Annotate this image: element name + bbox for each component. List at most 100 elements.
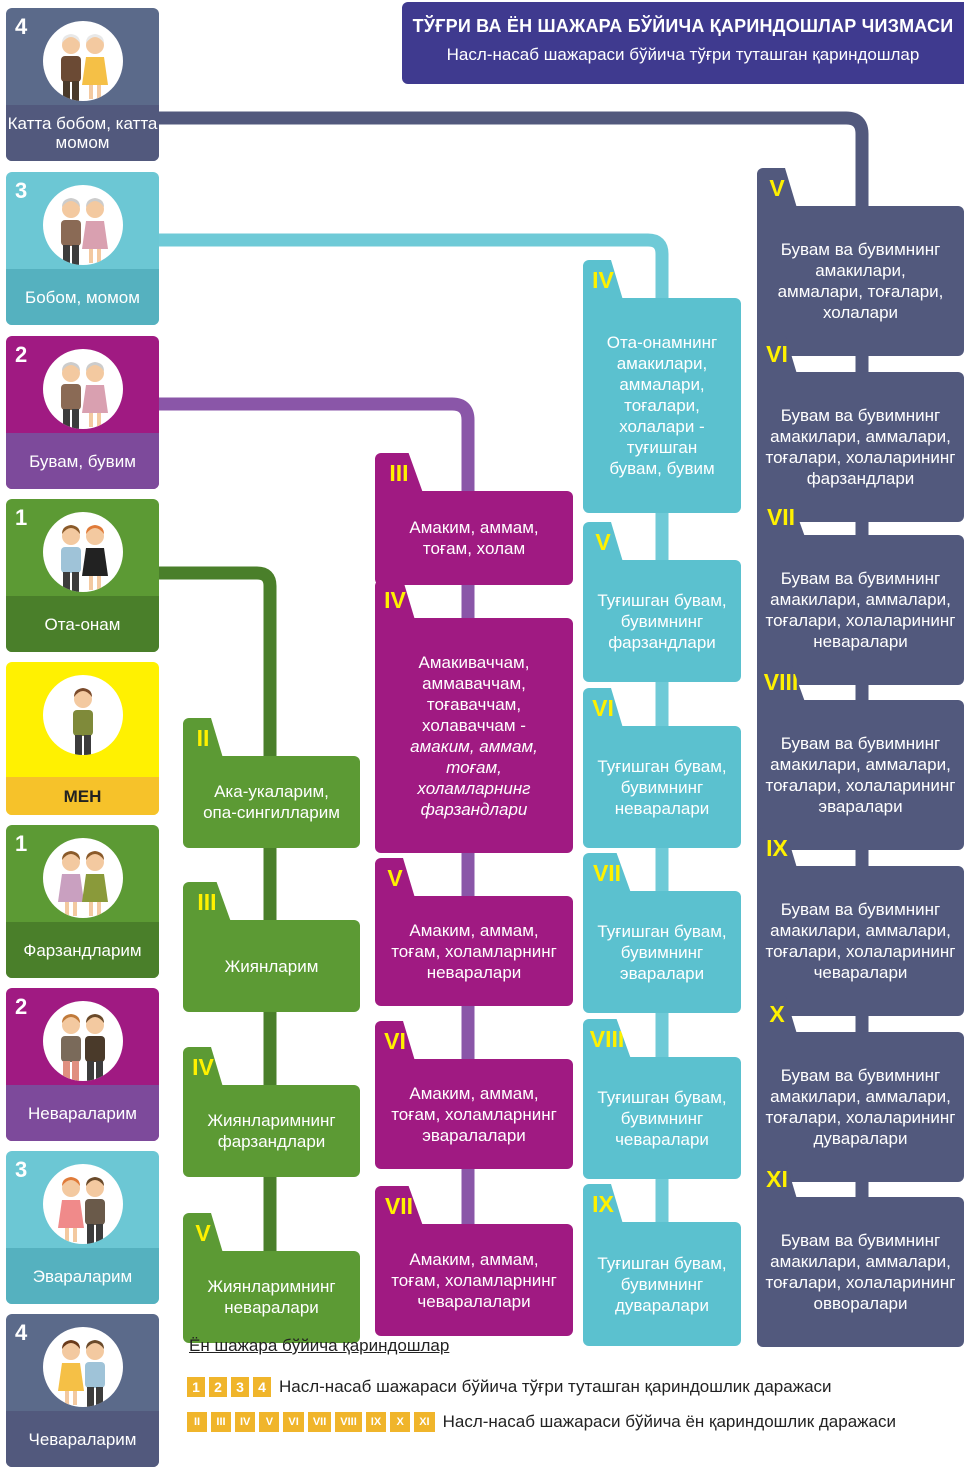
degree-tab: III — [375, 453, 423, 493]
generation-number: 1 — [15, 505, 28, 530]
card-text-line: бувам, бувим — [609, 459, 715, 478]
degree-tab: V — [183, 1213, 223, 1253]
connector-line-parents — [159, 566, 277, 1280]
grandchildren-icon — [43, 1001, 123, 1081]
card-text-line: Жиянларим — [224, 956, 319, 976]
card-text-line: Амаким, аммам, — [409, 518, 539, 537]
generation-label: МЕН — [6, 777, 159, 815]
card-text-line: бувимнинг — [620, 611, 704, 631]
card-text-line: фарзандлари — [608, 632, 716, 652]
card-italic-line: тоғам, — [446, 757, 502, 777]
card-text-line: Бувам ва бувимнинг — [780, 569, 941, 588]
generation-label: Невараларим — [6, 1085, 159, 1141]
card-text-line: невaралари — [614, 798, 710, 818]
chart-subtitle: Насл-насаб шажараси бўйича тўғри туташга… — [446, 45, 920, 64]
card-text-line: эваралари — [619, 963, 705, 983]
card-text-line: Жиянларимнинг — [207, 1277, 336, 1296]
card-text-line: дуваралари — [615, 1295, 709, 1315]
generation-label: Катта бобом, катта момом — [6, 105, 159, 161]
generation-label: Бобом, момом — [6, 269, 159, 325]
legend-badge: VIII — [335, 1412, 362, 1432]
card-text-line: тоғаваччам, — [426, 694, 522, 714]
card-text-line: тоғам, холам — [422, 539, 526, 558]
legend-badge: 1 — [187, 1377, 205, 1397]
degree-tab: IX — [757, 828, 797, 868]
card-text-line: овворалари — [813, 1294, 908, 1313]
card-text-line: Бувам ва бувимнинг — [780, 406, 941, 425]
card-text-line: бувимнинг — [620, 1108, 704, 1128]
generation-label: Эвараларим — [6, 1248, 159, 1304]
grandparents-icon — [43, 185, 123, 265]
generation-label: Ота-онам — [6, 596, 159, 652]
card-text-line: амакилари, — [815, 261, 906, 280]
degree-tab: IV — [375, 580, 415, 620]
card-italic-line: холамларнинг — [417, 778, 531, 798]
generation-card: МЕН — [6, 662, 159, 815]
legend-badge: IV — [235, 1412, 256, 1432]
generation-number: 4 — [15, 1320, 28, 1345]
legend-badge: II — [187, 1412, 207, 1432]
card-text-line: туғишган — [626, 438, 698, 457]
card-text-line: невaралари — [224, 1298, 319, 1317]
card-text-line: Бувам ва бувимнинг — [780, 1066, 941, 1085]
card-text-line: невaралари — [813, 632, 908, 651]
legend-badge: VI — [283, 1412, 304, 1432]
card-text-line: Ота-онамнинг — [606, 333, 718, 352]
card-text-line: амакилари, аммалари, — [770, 755, 951, 774]
card-text-line: чеваралалари — [417, 1291, 531, 1311]
card-text-line: амакилари, — [616, 354, 708, 373]
legend-side-text: Насл-насаб шажараси бўйича ён қариндошли… — [442, 1412, 896, 1431]
parents-icon — [43, 512, 123, 592]
card-text-line: Туғишган бувам, — [597, 756, 727, 776]
card-text-line: Амаким, аммам, — [409, 920, 539, 940]
generation-label: Фарзандларим — [6, 922, 159, 978]
legend-badge: XI — [414, 1412, 435, 1432]
card-text-line: Амаким, аммам, — [409, 1083, 539, 1103]
uncle-card: Амаким, аммам, тоғам, холам — [375, 491, 573, 585]
card-text-line: тоғам, холамларнинг — [391, 941, 557, 961]
card-text-line: Туғишган бувам, — [597, 1087, 727, 1107]
card-italic-line: фарзандлари — [420, 799, 528, 819]
great-great-grandchildren-icon — [43, 1327, 123, 1407]
card-text-line: Амакиваччам, — [418, 652, 530, 672]
card-text-line: Туғишган бувам, — [597, 921, 727, 941]
card-text-line: аммаваччам, — [422, 673, 526, 693]
card-text-line: тоғалари, холаларининг — [765, 448, 956, 467]
card-text-line: тоғалари, холаларининг — [765, 1273, 956, 1292]
legend-badge: X — [390, 1412, 411, 1432]
sibling-card: Жиянларим — [183, 920, 360, 1012]
connector-line-buvam — [159, 397, 475, 1290]
card-text-line: аммалари, — [619, 375, 705, 394]
card-text-line: Амаким, аммам, — [409, 1249, 539, 1269]
legend-badge: VII — [307, 1412, 332, 1432]
legend-badge: III — [211, 1412, 231, 1432]
generation-number: 4 — [15, 14, 28, 39]
card-text-line: опа-сингилларим — [203, 803, 340, 822]
card-text-line: бувимнинг — [620, 777, 704, 797]
card-text-line: холалари - — [619, 417, 705, 436]
card-text-line: фарзандлари — [806, 469, 915, 488]
card-text-line: Бувам ва бувимнинг — [780, 1231, 941, 1250]
generation-number: 3 — [15, 1157, 28, 1182]
card-text-line: амакилари, аммалари, — [770, 1087, 951, 1106]
card-text-line: бувимнинг — [620, 1274, 704, 1294]
